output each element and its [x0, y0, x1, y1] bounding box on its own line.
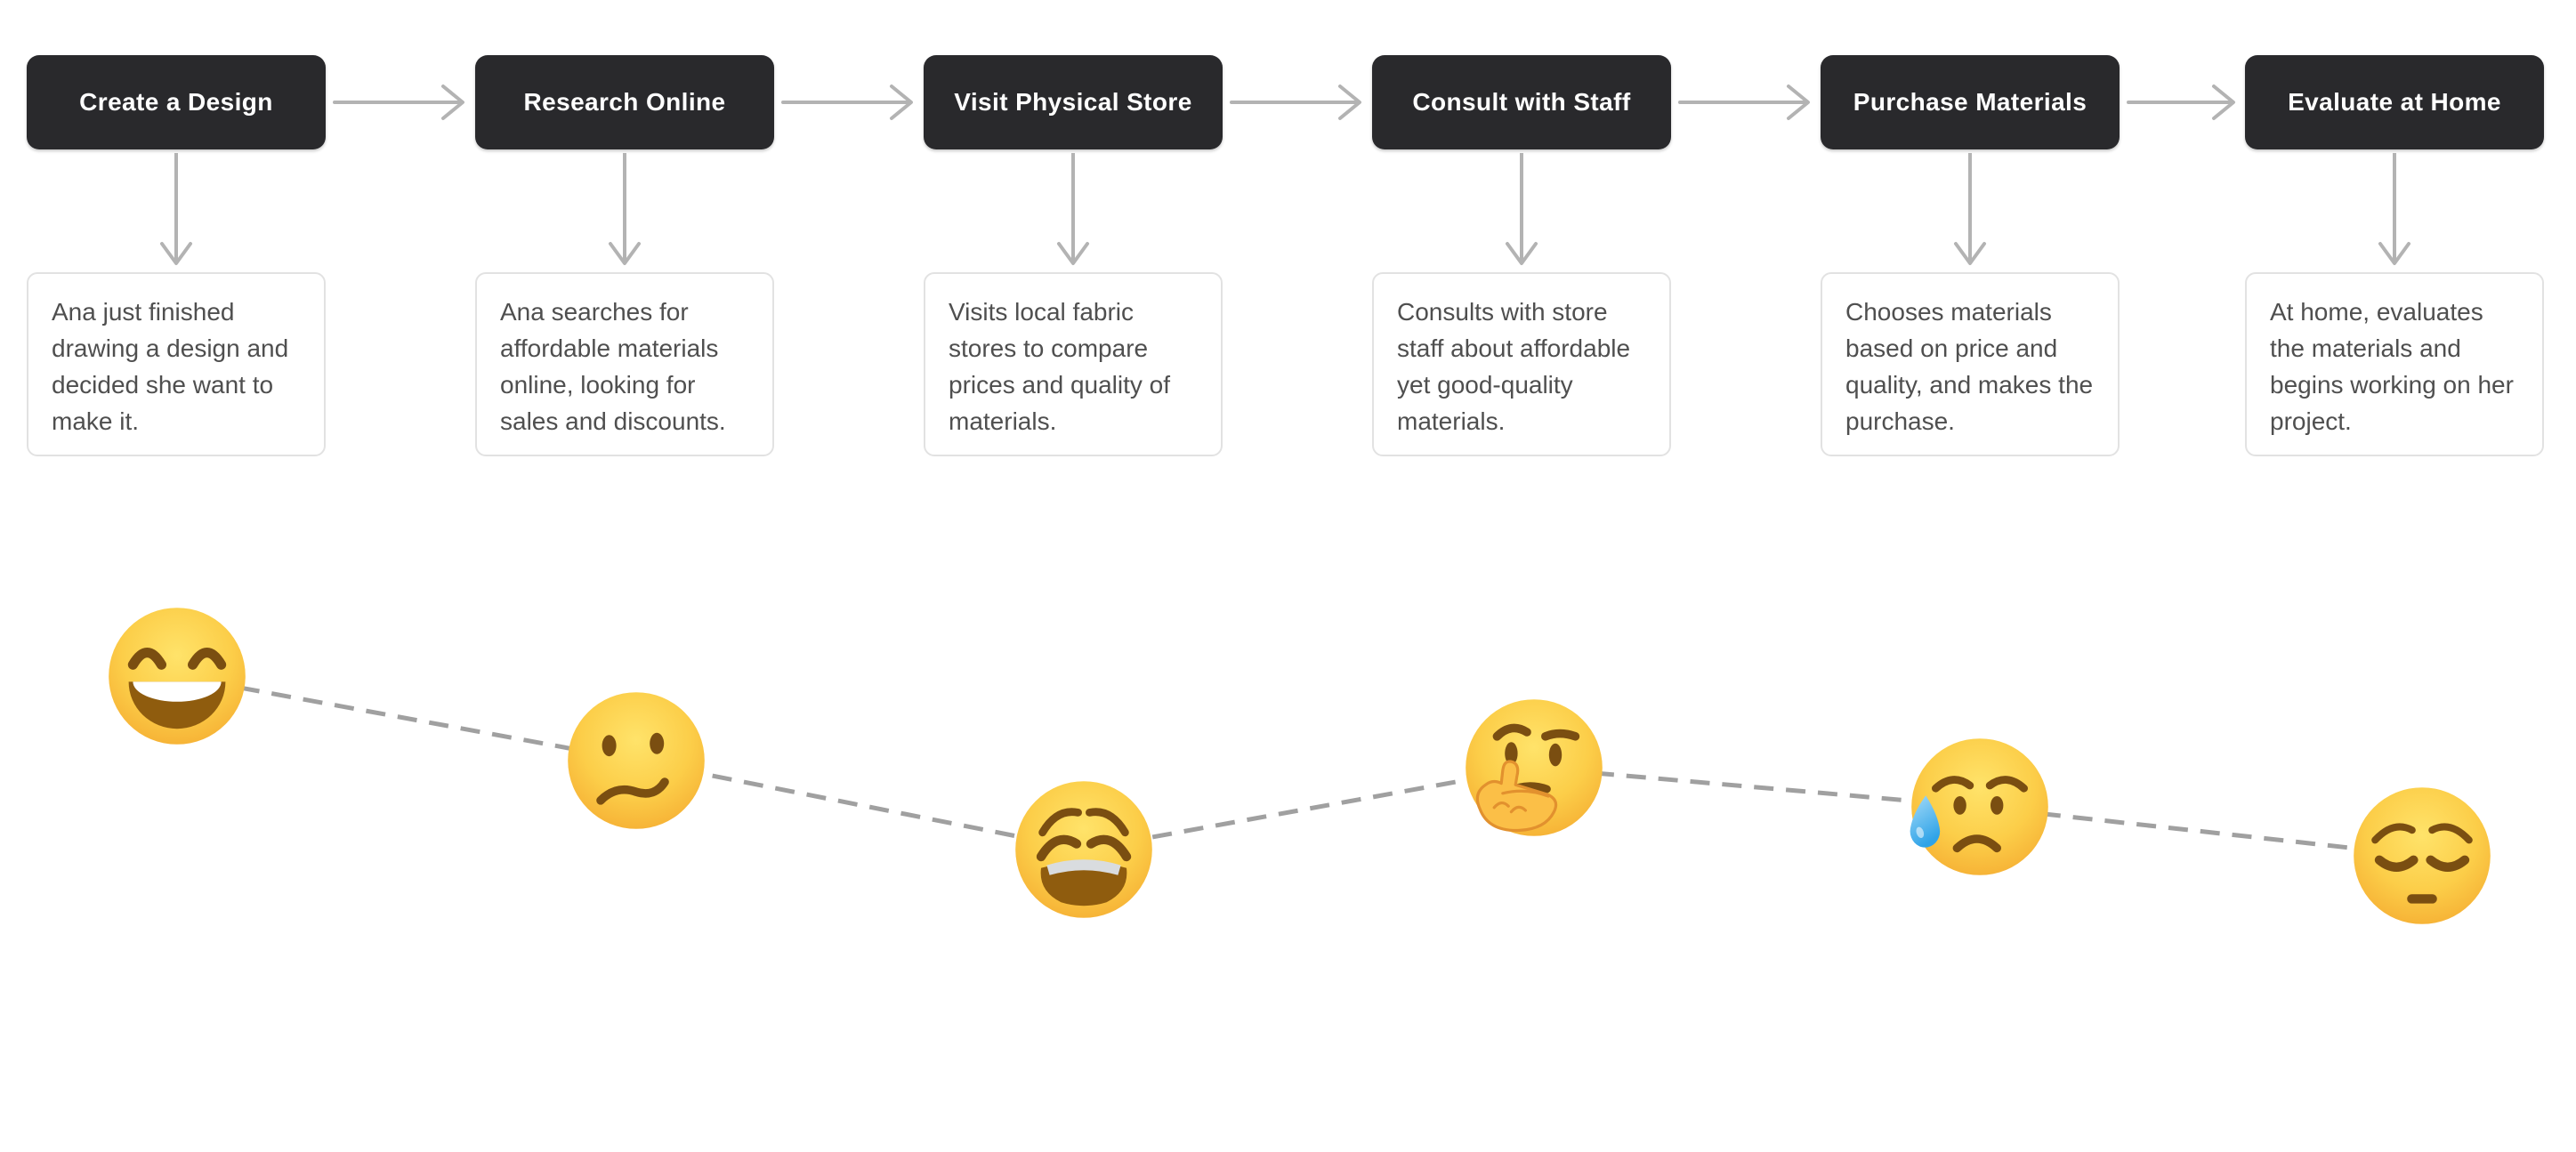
step-description-box: Ana searches for affordable materials on… [475, 272, 774, 456]
emoji-pensive-face-icon [2354, 787, 2491, 924]
step-column-2: Research Online Ana searches for afforda… [475, 0, 774, 498]
emotion-journey-chart [109, 608, 2491, 924]
emoji-confused-face-icon [568, 692, 705, 829]
step-title-box: Research Online [475, 55, 774, 149]
step-description-box: Consults with store staff about affordab… [1372, 272, 1671, 456]
step-description-box: At home, evaluates the materials and beg… [2245, 272, 2544, 456]
arrow-down-icon [1954, 153, 1986, 265]
step-column-6: Evaluate at Home At home, evaluates the … [2245, 0, 2544, 498]
step-title-box: Visit Physical Store [924, 55, 1223, 149]
arrow-down-icon [2378, 153, 2410, 265]
step-title-box: Purchase Materials [1821, 55, 2120, 149]
hand-on-chin [1475, 760, 1558, 833]
step-column-5: Purchase Materials Chooses materials bas… [1821, 0, 2120, 498]
arrow-down-icon [1506, 153, 1538, 265]
step-title-box: Consult with Staff [1372, 55, 1671, 149]
step-description-box: Chooses materials based on price and qua… [1821, 272, 2120, 456]
step-column-4: Consult with Staff Consults with store s… [1372, 0, 1671, 498]
arrow-right-icon [333, 85, 464, 120]
arrow-right-icon [781, 85, 913, 120]
arrow-right-icon [2127, 85, 2235, 120]
tear-drop [1910, 795, 1941, 848]
emoji-weary-face-icon [1015, 781, 1152, 918]
emotion-dashed-line [176, 673, 2423, 858]
step-title-box: Evaluate at Home [2245, 55, 2544, 149]
arrow-down-icon [160, 153, 192, 265]
step-column-1: Create a Design Ana just finished drawin… [27, 0, 326, 498]
step-description-box: Ana just finished drawing a design and d… [27, 272, 326, 456]
arrow-down-icon [1057, 153, 1089, 265]
step-title-box: Create a Design [27, 55, 326, 149]
emoji-grinning-face-with-smiling-eyes-icon [109, 608, 246, 745]
emoji-thinking-face-icon [1466, 699, 1603, 836]
arrow-right-icon [1678, 85, 1810, 120]
arrow-down-icon [609, 153, 641, 265]
arrow-right-icon [1230, 85, 1361, 120]
step-description-box: Visits local fabric stores to compare pr… [924, 272, 1223, 456]
step-column-3: Visit Physical Store Visits local fabric… [924, 0, 1223, 498]
emoji-sad-but-relieved-face-icon [1910, 738, 2048, 875]
